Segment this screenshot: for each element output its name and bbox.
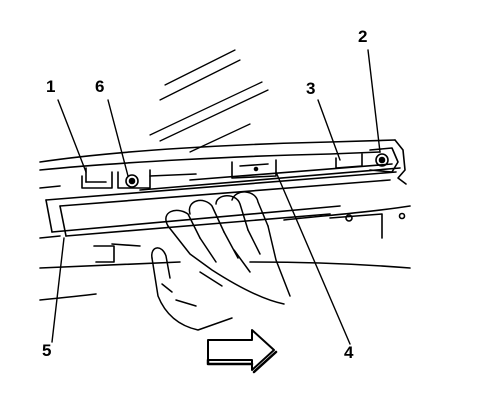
bracket-1	[81, 171, 113, 189]
hand-illustration	[151, 191, 291, 331]
callout-5: 5	[42, 341, 52, 360]
callout-1: 1	[46, 77, 56, 96]
bracket-3	[335, 153, 363, 169]
glass-reflection-lines	[149, 49, 269, 153]
right-arrow-icon	[206, 329, 278, 374]
leader-lines	[51, 49, 381, 345]
bolt-2	[369, 147, 399, 173]
bracket-6	[117, 169, 197, 189]
callout-3: 3	[306, 79, 316, 98]
callout-4: 4	[344, 343, 354, 362]
body-panel	[249, 205, 411, 269]
callout-2: 2	[358, 27, 368, 46]
center-clip	[231, 159, 277, 179]
callout-6: 6	[95, 77, 105, 96]
left-body-lines	[39, 185, 181, 301]
